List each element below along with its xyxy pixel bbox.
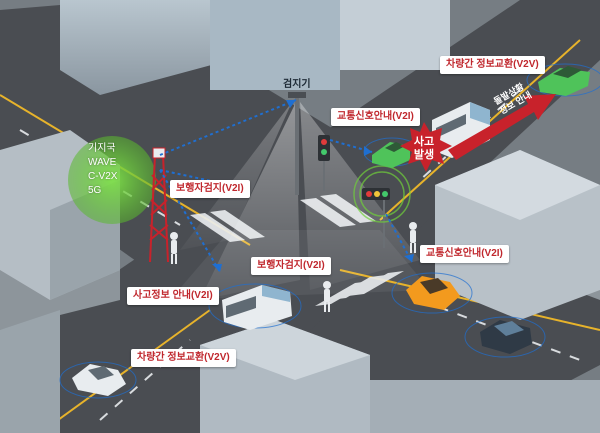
label-pedestrian-center: 보행자검지(V2I) (251, 257, 331, 275)
label-signal-right: 교통신호안내(V2I) (420, 245, 509, 263)
label-v2v-top: 차량간 정보교환(V2V) (440, 56, 545, 74)
accident-burst-line: 발생 (404, 149, 444, 162)
base-station-line: WAVE (88, 156, 150, 170)
label-v2v-bottom: 차량간 정보교환(V2V) (131, 349, 236, 367)
base-station-label: 기지국 WAVE C-V2X 5G (88, 142, 150, 198)
label-signal-top: 교통신호안내(V2I) (331, 108, 420, 126)
base-station-line: 5G (88, 184, 150, 198)
base-station-line: C-V2X (88, 170, 150, 184)
label-accident-info: 사고정보 안내(V2I) (127, 287, 219, 305)
label-pedestrian-left: 보행자검지(V2I) (170, 180, 250, 198)
accident-burst-label: 사고 발생 (404, 136, 444, 162)
base-station-line: 기지국 (88, 142, 150, 156)
detector-label: 검지기 (283, 75, 311, 90)
accident-burst-line: 사고 (404, 136, 444, 149)
